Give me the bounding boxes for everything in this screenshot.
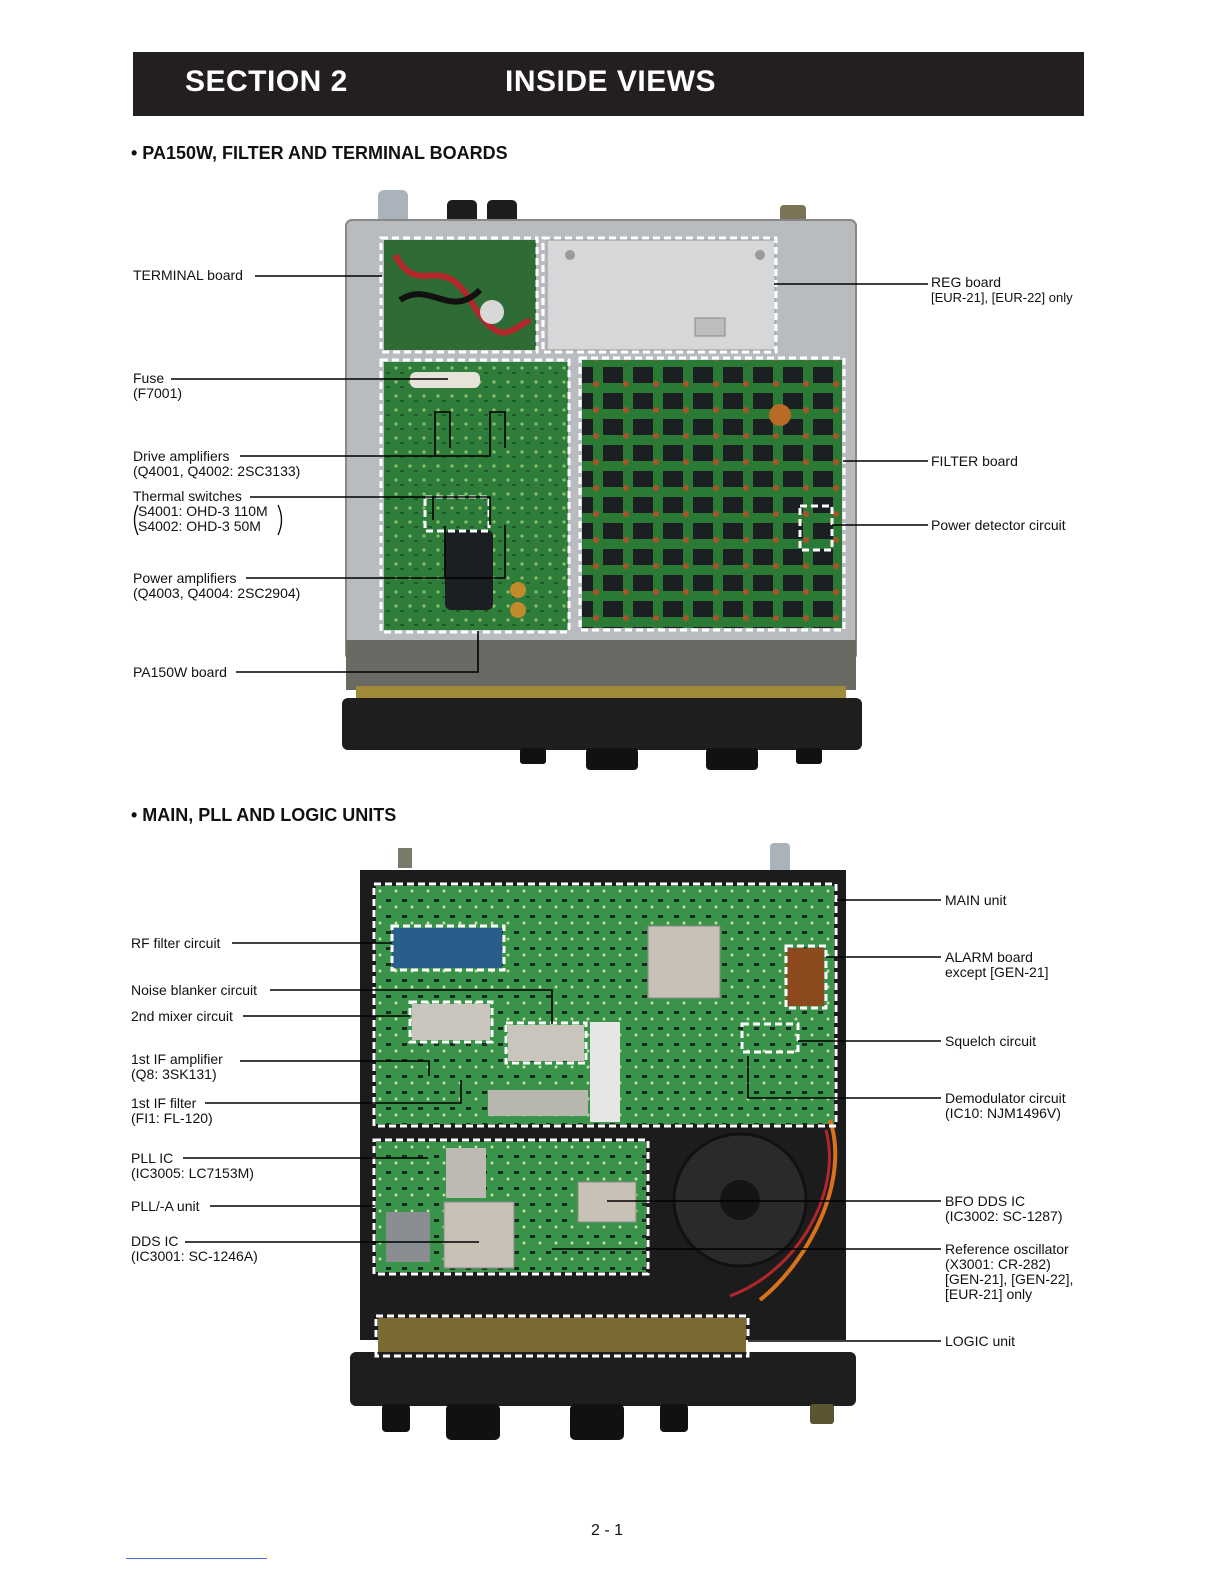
dds-ic-label: DDS IC (IC3001: SC-1246A) <box>131 1233 258 1264</box>
drive-amplifiers-label: Drive amplifiers (Q4001, Q4002: 2SC3133) <box>133 448 301 479</box>
page-number: 2 - 1 <box>590 1522 623 1539</box>
bfo-dds-ic-label: BFO DDS IC (IC3002: SC-1287) <box>945 1193 1063 1224</box>
demodulator-circuit-label: Demodulator circuit (IC10: NJM1496V) <box>945 1090 1066 1121</box>
main-unit-label: MAIN unit <box>945 892 1007 908</box>
reference-oscillator-label: Reference oscillator (X3001: CR-282) [GE… <box>945 1241 1074 1302</box>
top-view-heading: • PA150W, FILTER AND TERMINAL BOARDS <box>131 143 508 163</box>
rf-filter-label: RF filter circuit <box>131 935 221 951</box>
first-if-filter-label: 1st IF filter (FI1: FL-120) <box>131 1095 213 1126</box>
footer-rule <box>126 1558 267 1559</box>
alarm-board-label: ALARM board except [GEN-21] <box>945 949 1049 980</box>
second-mixer-label: 2nd mixer circuit <box>131 1008 233 1024</box>
reg-board-label: REG board [EUR-21], [EUR-22] only <box>931 274 1073 306</box>
squelch-circuit-label: Squelch circuit <box>945 1033 1037 1049</box>
power-amplifiers-label: Power amplifiers (Q4003, Q4004: 2SC2904) <box>133 570 301 601</box>
noise-blanker-label: Noise blanker circuit <box>131 982 258 998</box>
section-number: SECTION 2 <box>185 65 348 98</box>
first-if-amplifier-label: 1st IF amplifier (Q8: 3SK131) <box>131 1051 223 1082</box>
pll-ic-label: PLL IC (IC3005: LC7153M) <box>131 1150 254 1181</box>
bottom-view-heading: • MAIN, PLL AND LOGIC UNITS <box>131 805 397 825</box>
bottom-inside-view-photo <box>183 843 941 1440</box>
pa150w-board-label: PA150W board <box>133 664 227 680</box>
section-header: SECTION 2 INSIDE VIEWS <box>133 52 1084 116</box>
thermal-switches-label: Thermal switches S4001: OHD-3 110M S4002… <box>133 488 268 534</box>
fuse-label: Fuse (F7001) <box>133 370 183 401</box>
top-inside-view-photo <box>133 190 928 770</box>
logic-unit-label: LOGIC unit <box>945 1333 1016 1349</box>
section-title: INSIDE VIEWS <box>505 65 717 98</box>
pll-unit-label: PLL/-A unit <box>131 1198 200 1214</box>
terminal-board-label: TERMINAL board <box>133 267 243 283</box>
filter-board-label: FILTER board <box>931 453 1018 469</box>
power-detector-label: Power detector circuit <box>931 517 1066 533</box>
